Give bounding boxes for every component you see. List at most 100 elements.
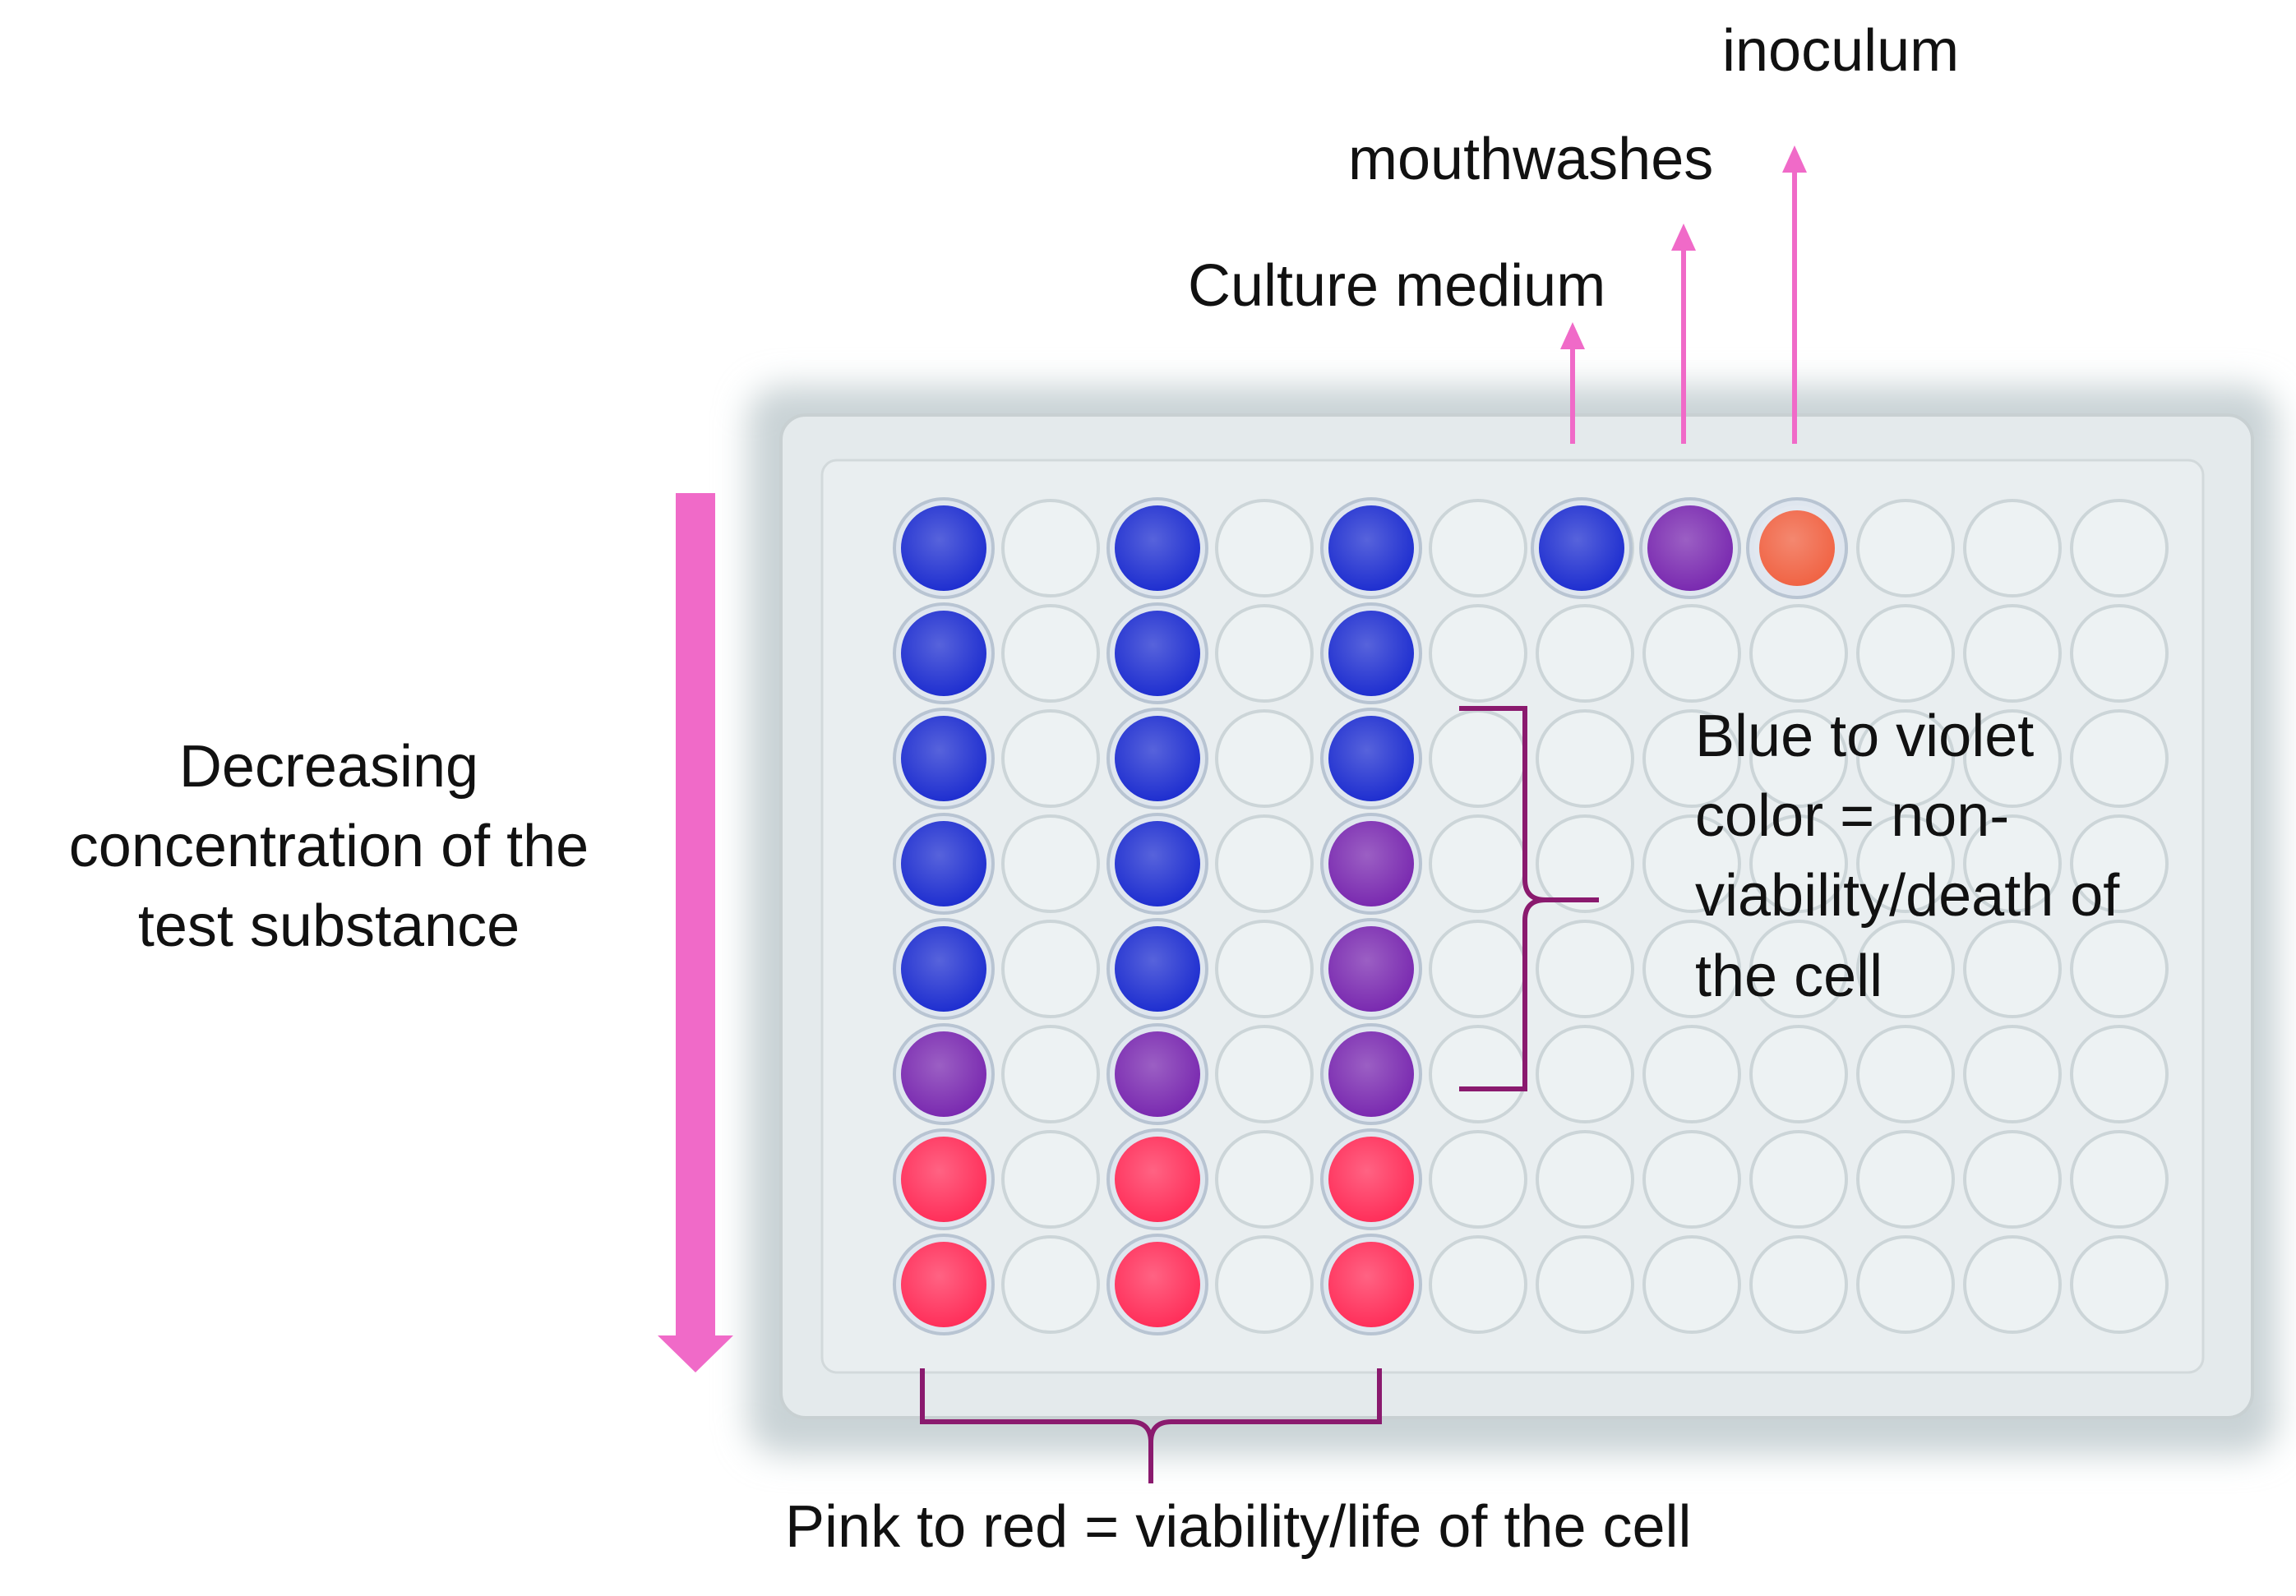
- well-shine: [1328, 1031, 1414, 1117]
- empty-well: [1963, 499, 2062, 597]
- empty-well: [1429, 920, 1527, 1018]
- empty-well: [1856, 1235, 1955, 1334]
- well-shine: [901, 716, 986, 801]
- empty-well: [1749, 709, 1848, 808]
- empty-well: [1429, 1130, 1527, 1229]
- culture-medium-label: Culture medium: [1188, 253, 1606, 319]
- empty-well: [1536, 604, 1634, 703]
- empty-well: [1001, 920, 1100, 1018]
- empty-well: [2070, 499, 2169, 597]
- mouthwashes-arrowhead: [1671, 224, 1696, 251]
- empty-well: [1963, 920, 2062, 1018]
- well-shine: [1115, 926, 1200, 1012]
- empty-well: [1429, 1235, 1527, 1334]
- empty-well: [1963, 1235, 2062, 1334]
- decreasing-line-3: test substance: [137, 893, 520, 960]
- empty-well: [1429, 814, 1527, 913]
- empty-well: [1642, 814, 1741, 913]
- empty-well: [1642, 604, 1741, 703]
- empty-well: [1963, 709, 2062, 808]
- empty-well: [2070, 920, 2169, 1018]
- well-shine: [1115, 1031, 1200, 1117]
- blue-violet-line-4: the cell: [1695, 943, 1883, 1009]
- well-shine: [1647, 505, 1733, 591]
- empty-well: [1001, 814, 1100, 913]
- empty-well: [1215, 1130, 1314, 1229]
- empty-well: [1001, 709, 1100, 808]
- well-shine: [1754, 505, 1840, 591]
- blue-violet-line-3: viability/death of: [1695, 863, 2120, 929]
- empty-well: [1642, 920, 1741, 1018]
- blue-violet-bracket: [1459, 706, 1599, 1091]
- empty-well: [1856, 499, 1955, 597]
- empty-well: [1215, 814, 1314, 913]
- well-shine: [901, 1137, 986, 1222]
- blue-violet-label: Blue to violet color = non- viability/de…: [1695, 697, 2221, 1017]
- blue-violet-line-2: color = non-: [1695, 783, 2010, 850]
- well-shine: [901, 611, 986, 696]
- empty-well: [1536, 920, 1634, 1018]
- empty-well: [1856, 709, 1955, 808]
- empty-well: [1536, 1235, 1634, 1334]
- mouthwashes-label: mouthwashes: [1348, 127, 1714, 192]
- well-shine: [1115, 821, 1200, 906]
- empty-well: [1536, 709, 1634, 808]
- well-shine: [1115, 716, 1200, 801]
- empty-well: [1856, 814, 1955, 913]
- empty-well: [1749, 814, 1848, 913]
- inoculum-label: inoculum: [1722, 18, 1960, 84]
- decreasing-concentration-label: Decreasing concentration of the test sub…: [16, 727, 641, 967]
- decreasing-line-2: concentration of the: [68, 814, 589, 880]
- empty-well: [1963, 814, 2062, 913]
- empty-well: [1001, 1235, 1100, 1334]
- pink-red-label: Pink to red = viability/life of the cell: [785, 1494, 1692, 1560]
- empty-well: [1429, 604, 1527, 703]
- empty-well: [1536, 1130, 1634, 1229]
- well-shine: [901, 1031, 986, 1117]
- empty-well: [1856, 1130, 1955, 1229]
- empty-well: [1001, 1025, 1100, 1123]
- empty-well: [1001, 1130, 1100, 1229]
- empty-well: [1963, 1130, 2062, 1229]
- empty-well: [1749, 604, 1848, 703]
- empty-well: [1749, 1130, 1848, 1229]
- empty-well: [2070, 814, 2169, 913]
- well-shine: [1328, 1242, 1414, 1327]
- filled-wells: [893, 497, 1848, 1335]
- well-shine: [1115, 611, 1200, 696]
- empty-well: [1749, 1235, 1848, 1334]
- well-shine: [1115, 1242, 1200, 1327]
- well-shine: [1328, 505, 1414, 591]
- empty-well: [1215, 499, 1314, 597]
- empty-well: [2070, 1025, 2169, 1123]
- well-shine: [1115, 505, 1200, 591]
- empty-well: [2070, 1130, 2169, 1229]
- empty-well: [1536, 1025, 1634, 1123]
- empty-well: [1642, 1025, 1741, 1123]
- well-shine: [1328, 821, 1414, 906]
- culture-medium-arrowhead: [1560, 322, 1585, 349]
- decreasing-line-1: Decreasing: [178, 734, 479, 800]
- well-shine: [1115, 1137, 1200, 1222]
- empty-well: [1429, 1025, 1527, 1123]
- empty-well: [1963, 604, 2062, 703]
- well-shine: [901, 505, 986, 591]
- well-shine: [1328, 926, 1414, 1012]
- empty-well: [2070, 709, 2169, 808]
- empty-well: [1642, 1235, 1741, 1334]
- empty-well: [1856, 604, 1955, 703]
- empty-well: [1749, 1025, 1848, 1123]
- well-shine: [1539, 505, 1624, 591]
- empty-well: [1429, 709, 1527, 808]
- empty-well: [1963, 1025, 2062, 1123]
- pink-red-bracket: [920, 1368, 1382, 1483]
- empty-well: [1749, 920, 1848, 1018]
- empty-well: [1215, 709, 1314, 808]
- empty-well: [1856, 1025, 1955, 1123]
- decreasing-arrow: [658, 493, 733, 1372]
- blue-violet-line-1: Blue to violet: [1695, 703, 2035, 769]
- empty-well: [1215, 1235, 1314, 1334]
- well-shine: [901, 1242, 986, 1327]
- empty-well: [1001, 499, 1100, 597]
